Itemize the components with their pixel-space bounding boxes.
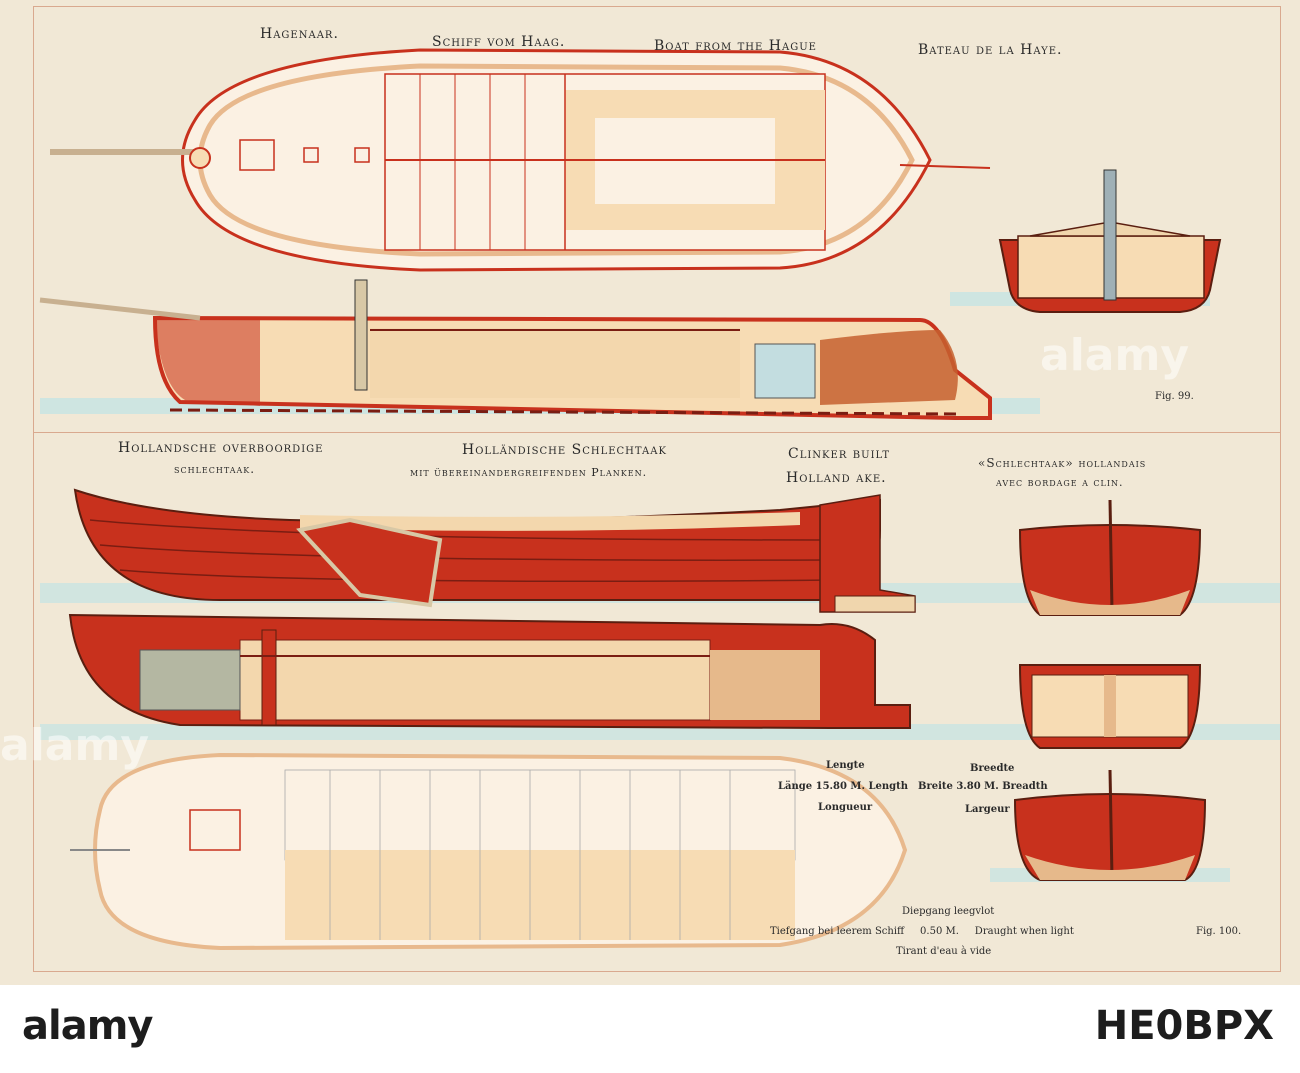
dim-tirant: Tirant d'eau à vide [896,946,992,957]
title-english-top: Boat from the Hague [654,38,817,54]
title-german-bottom-1: Holländische Schlechtaak [462,442,667,458]
fig-100-label: Fig. 100. [1196,926,1242,937]
hagenaar-deck-plan [50,48,991,272]
schlechtaak-section [68,613,911,729]
plate-divider [33,432,1281,433]
title-dutch-bottom-2: schlechtaak. [174,462,256,476]
dim-length-line: Länge 15.80 M. Length [778,781,908,792]
stock-id: HE0BPX [1094,1003,1274,1049]
plate-illustrations [39,48,1280,951]
title-german-top: Schiff vom Haag. [432,34,566,50]
title-french-bottom-2: avec bordage a clin. [996,476,1124,489]
schlechtaak-cross-section [1018,664,1202,749]
dim-largeur: Largeur [965,804,1010,815]
water-band-low [40,724,1280,740]
dim-diepgang: Diepgang leegvlot [902,906,995,917]
dim-breedte: Breedte [970,763,1015,774]
title-english-bottom-1: Clinker built [788,446,891,462]
title-french-bottom-1: «Schlechtaak» hollandais [978,456,1147,470]
schlechtaak-exterior [73,488,916,613]
title-dutch-top: Hagenaar. [260,26,339,42]
hagenaar-profile-section [39,279,992,420]
title-french-top: Bateau de la Haye. [918,42,1063,58]
fig-99-label: Fig. 99. [1155,391,1194,402]
title-english-bottom-2: Holland ake. [786,470,887,486]
footer-bar [0,985,1300,1073]
hagenaar-cross-section [998,169,1222,313]
dim-draught-line: Tiefgang bei leerem Schiff 0.50 M. Draug… [770,926,1074,937]
plate-frame [33,6,1281,972]
watermark-right: alamy [1040,330,1189,381]
dim-lengte: Lengte [826,760,865,771]
alamy-logo: alamy [22,1003,153,1049]
title-dutch-bottom-1: Hollandsche overboordige [118,440,324,456]
title-german-bottom-2: mit übereinandergreifenden Planken. [410,466,648,479]
dim-longueur: Longueur [818,802,873,813]
watermark-left: alamy [0,720,149,771]
schlechtaak-stern-view [1013,769,1207,881]
schlechtaak-plan [70,752,908,951]
schlechtaak-bow-view [1018,499,1202,616]
dim-breadth-line: Breite 3.80 M. Breadth [918,781,1048,792]
